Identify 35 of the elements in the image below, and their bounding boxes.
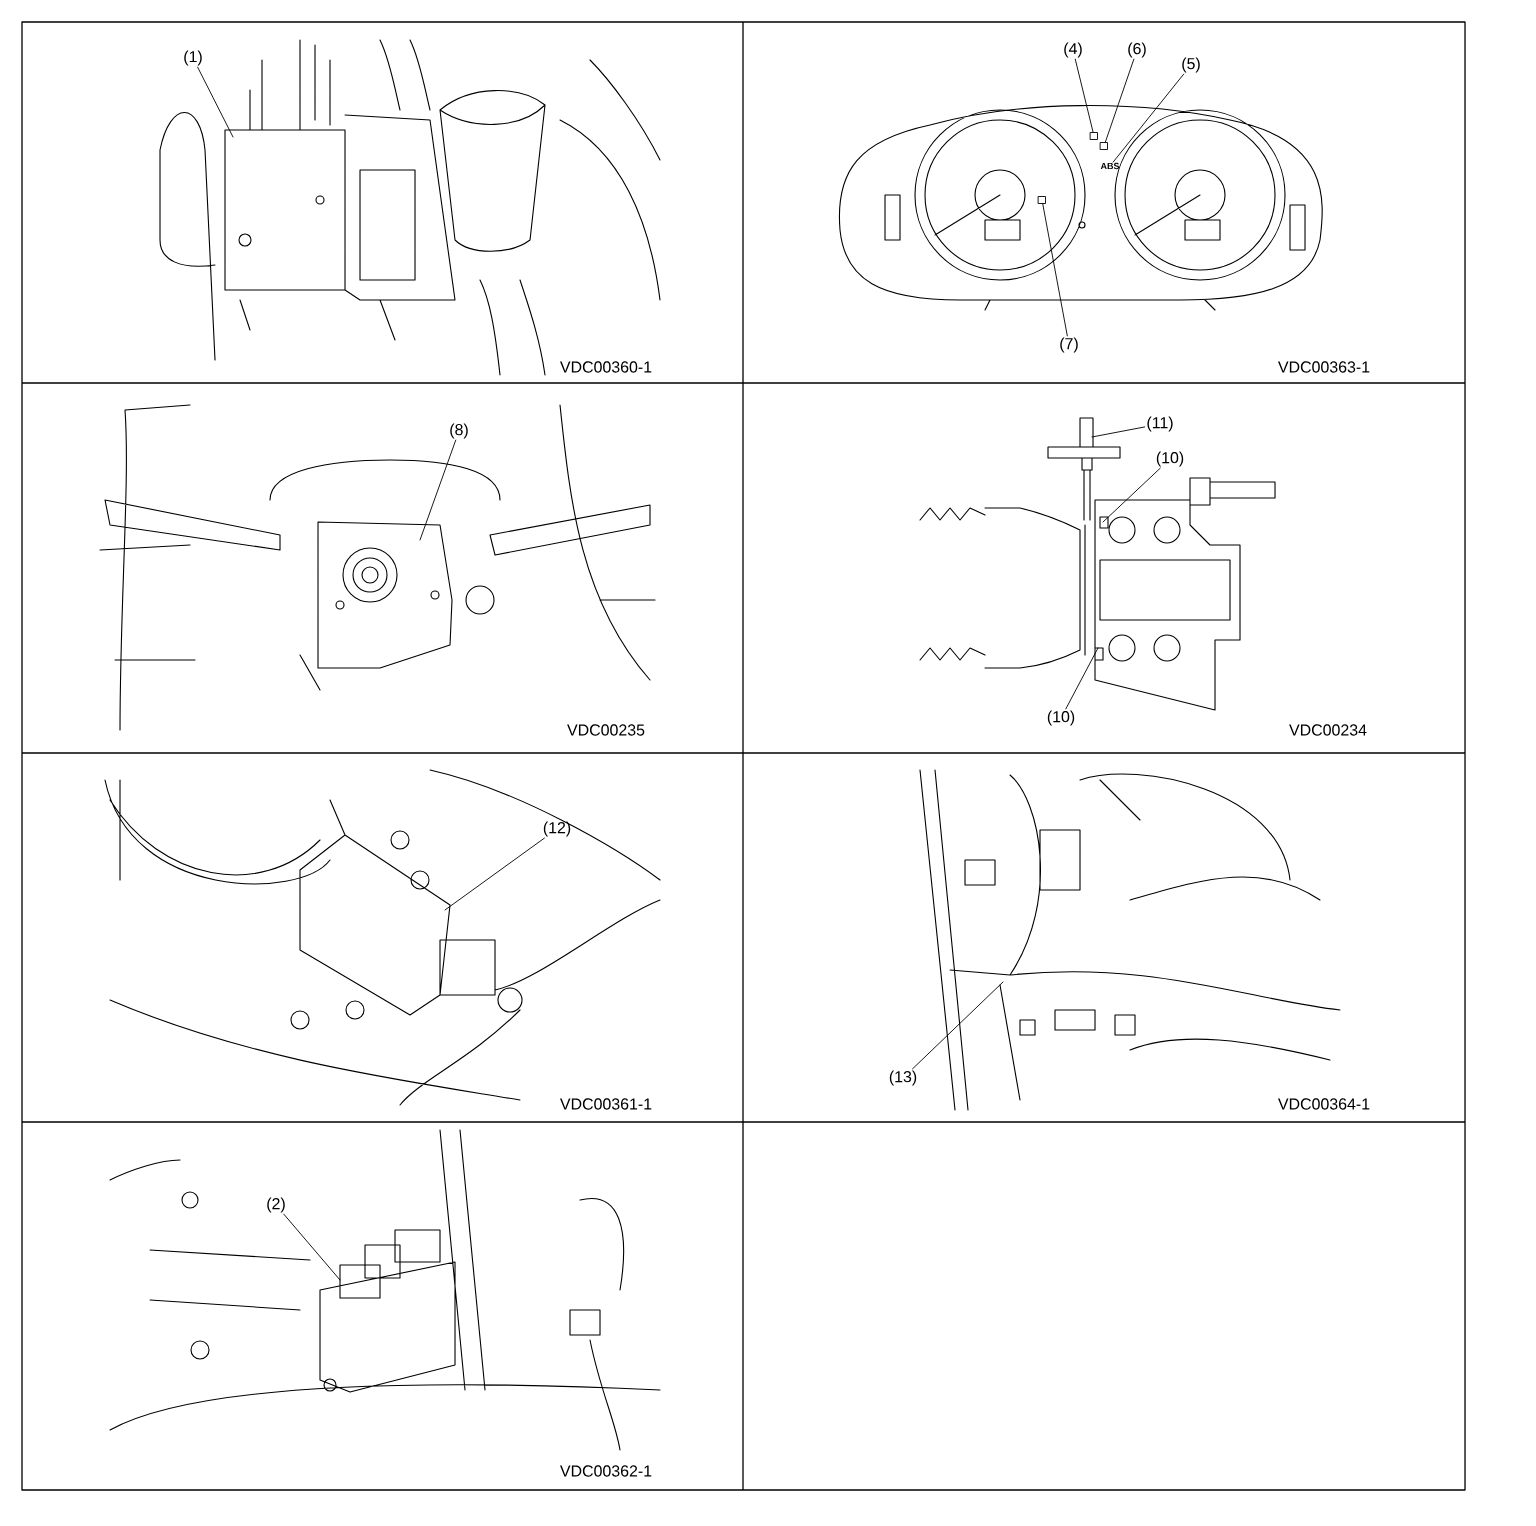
leader-line [1042, 203, 1068, 337]
indicator-icon [1090, 132, 1098, 140]
callout-number: (7) [1060, 337, 1078, 353]
leader-line [419, 439, 457, 541]
indicator-icon [1038, 196, 1046, 204]
callout-number: (5) [1182, 57, 1200, 73]
figure-code: VDC00235 [567, 724, 645, 736]
figure-code: VDC00360-1 [560, 361, 652, 373]
callout-number: (2) [267, 1197, 285, 1213]
callout-number: (13) [889, 1070, 917, 1086]
leader-line [1102, 467, 1161, 523]
figure-code: VDC00364-1 [1278, 1098, 1370, 1110]
leader-line [1065, 647, 1099, 710]
figure-code: VDC00363-1 [1278, 361, 1370, 373]
indicator-icon [1100, 142, 1108, 150]
figure-code: VDC00361-1 [560, 1098, 652, 1110]
leader-line [197, 66, 234, 138]
leader-line [912, 981, 1004, 1070]
leader-line [444, 837, 545, 911]
warning-light-text: ABS [1100, 162, 1120, 170]
leader-line [1091, 426, 1146, 438]
figure-code: VDC00362-1 [560, 1465, 652, 1477]
callout-number: (6) [1128, 42, 1146, 58]
callout-number: (12) [543, 821, 571, 837]
callout-number: (10) [1156, 451, 1184, 467]
callout-number: (10) [1047, 710, 1075, 726]
callout-number: (11) [1147, 416, 1173, 432]
figure-code: VDC00234 [1289, 724, 1367, 736]
leader-line [1074, 58, 1094, 133]
leader-line [1112, 73, 1185, 163]
leader-line [283, 1213, 341, 1281]
leader-line [1104, 58, 1135, 143]
callout-number: (4) [1064, 42, 1082, 58]
callout-number: (1) [184, 50, 202, 66]
callout-number: (8) [450, 423, 468, 439]
